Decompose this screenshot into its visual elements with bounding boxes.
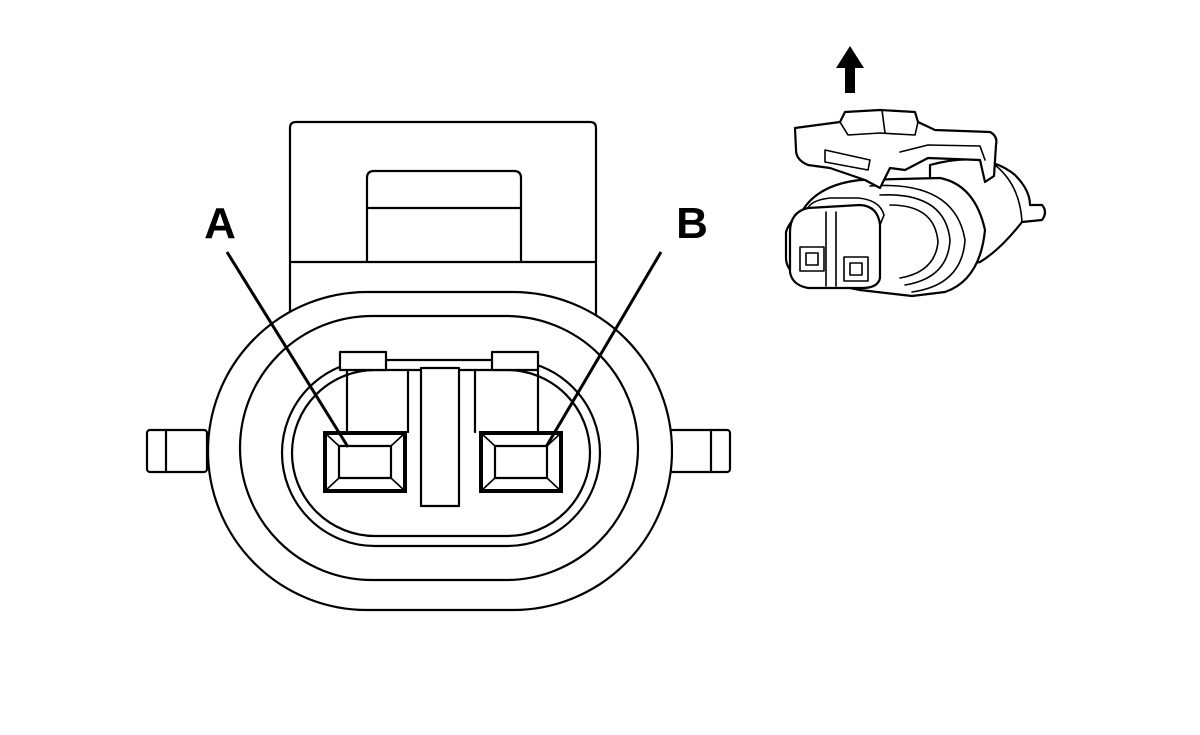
- iso-cavity-b: [843, 256, 869, 282]
- leader-line-b: [544, 251, 663, 448]
- terminal-a-cavity: [323, 350, 410, 493]
- up-arrow-icon: [836, 46, 864, 93]
- leader-line-a: [225, 251, 350, 448]
- terminal-label-b: B: [676, 199, 708, 248]
- right-side-tab: [668, 428, 732, 474]
- left-side-tab: [145, 428, 209, 474]
- iso-cavity-a: [799, 246, 825, 272]
- connector-isometric-view: [784, 108, 1047, 298]
- terminal-b-cavity: [473, 350, 563, 493]
- connector-face-view: A B: [145, 120, 732, 612]
- latch-housing: [288, 120, 598, 342]
- center-key: [419, 366, 461, 508]
- terminal-label-a: A: [204, 199, 236, 248]
